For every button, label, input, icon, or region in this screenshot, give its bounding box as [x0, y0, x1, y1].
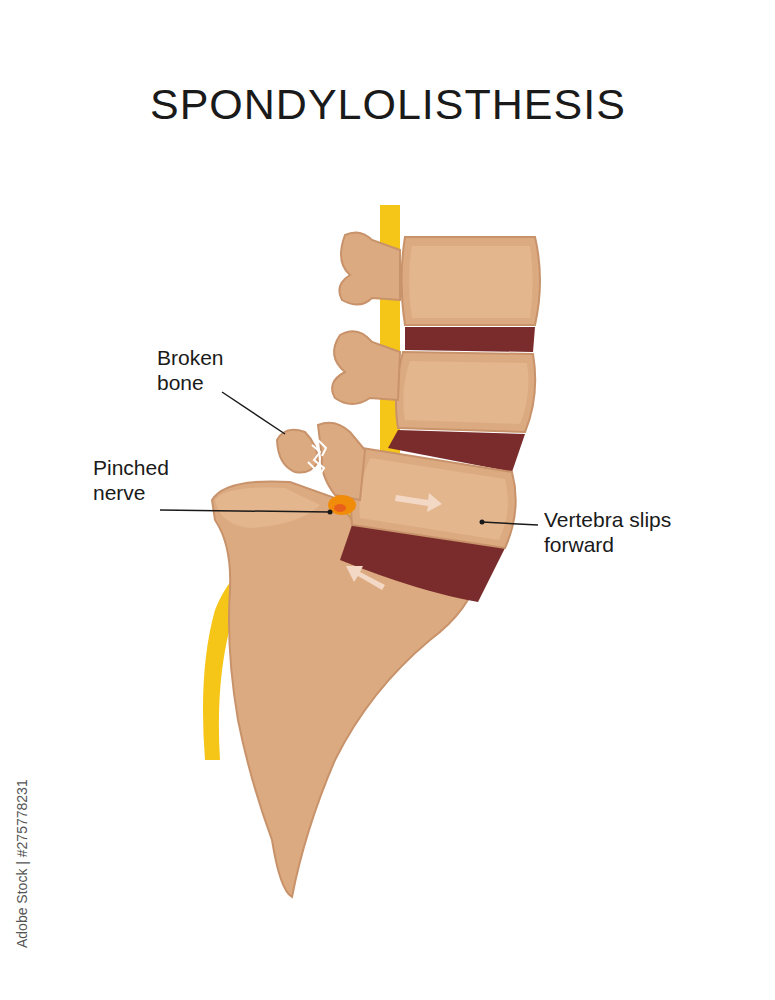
fracture-lines — [308, 440, 326, 480]
spinous-process — [332, 331, 400, 404]
vertebra-face — [359, 458, 507, 540]
vertebra-body — [396, 352, 535, 432]
vertebra-body — [402, 237, 541, 325]
disc — [405, 327, 535, 352]
leader-dot — [480, 520, 485, 525]
motion-arrows — [346, 493, 442, 590]
leader-lines — [160, 392, 538, 525]
vertebra-face — [409, 246, 533, 318]
callout-label: Pinched nerve — [93, 455, 193, 505]
callout-label: Vertebra slips forward — [544, 507, 694, 557]
watermark: Adobe Stock | #275778231 — [14, 779, 30, 948]
slipped-vertebra — [351, 448, 516, 548]
pinched-nerve-core — [334, 504, 346, 512]
pedicle — [318, 423, 365, 500]
title: SPONDYLOLISTHESIS — [150, 80, 626, 129]
vertebra-face — [403, 361, 528, 424]
pinched-nerve — [328, 495, 356, 515]
leader-dot — [328, 510, 333, 515]
spinous-process — [339, 232, 400, 304]
callout-label: Broken bone — [157, 345, 247, 395]
sacrum-process — [215, 488, 320, 529]
